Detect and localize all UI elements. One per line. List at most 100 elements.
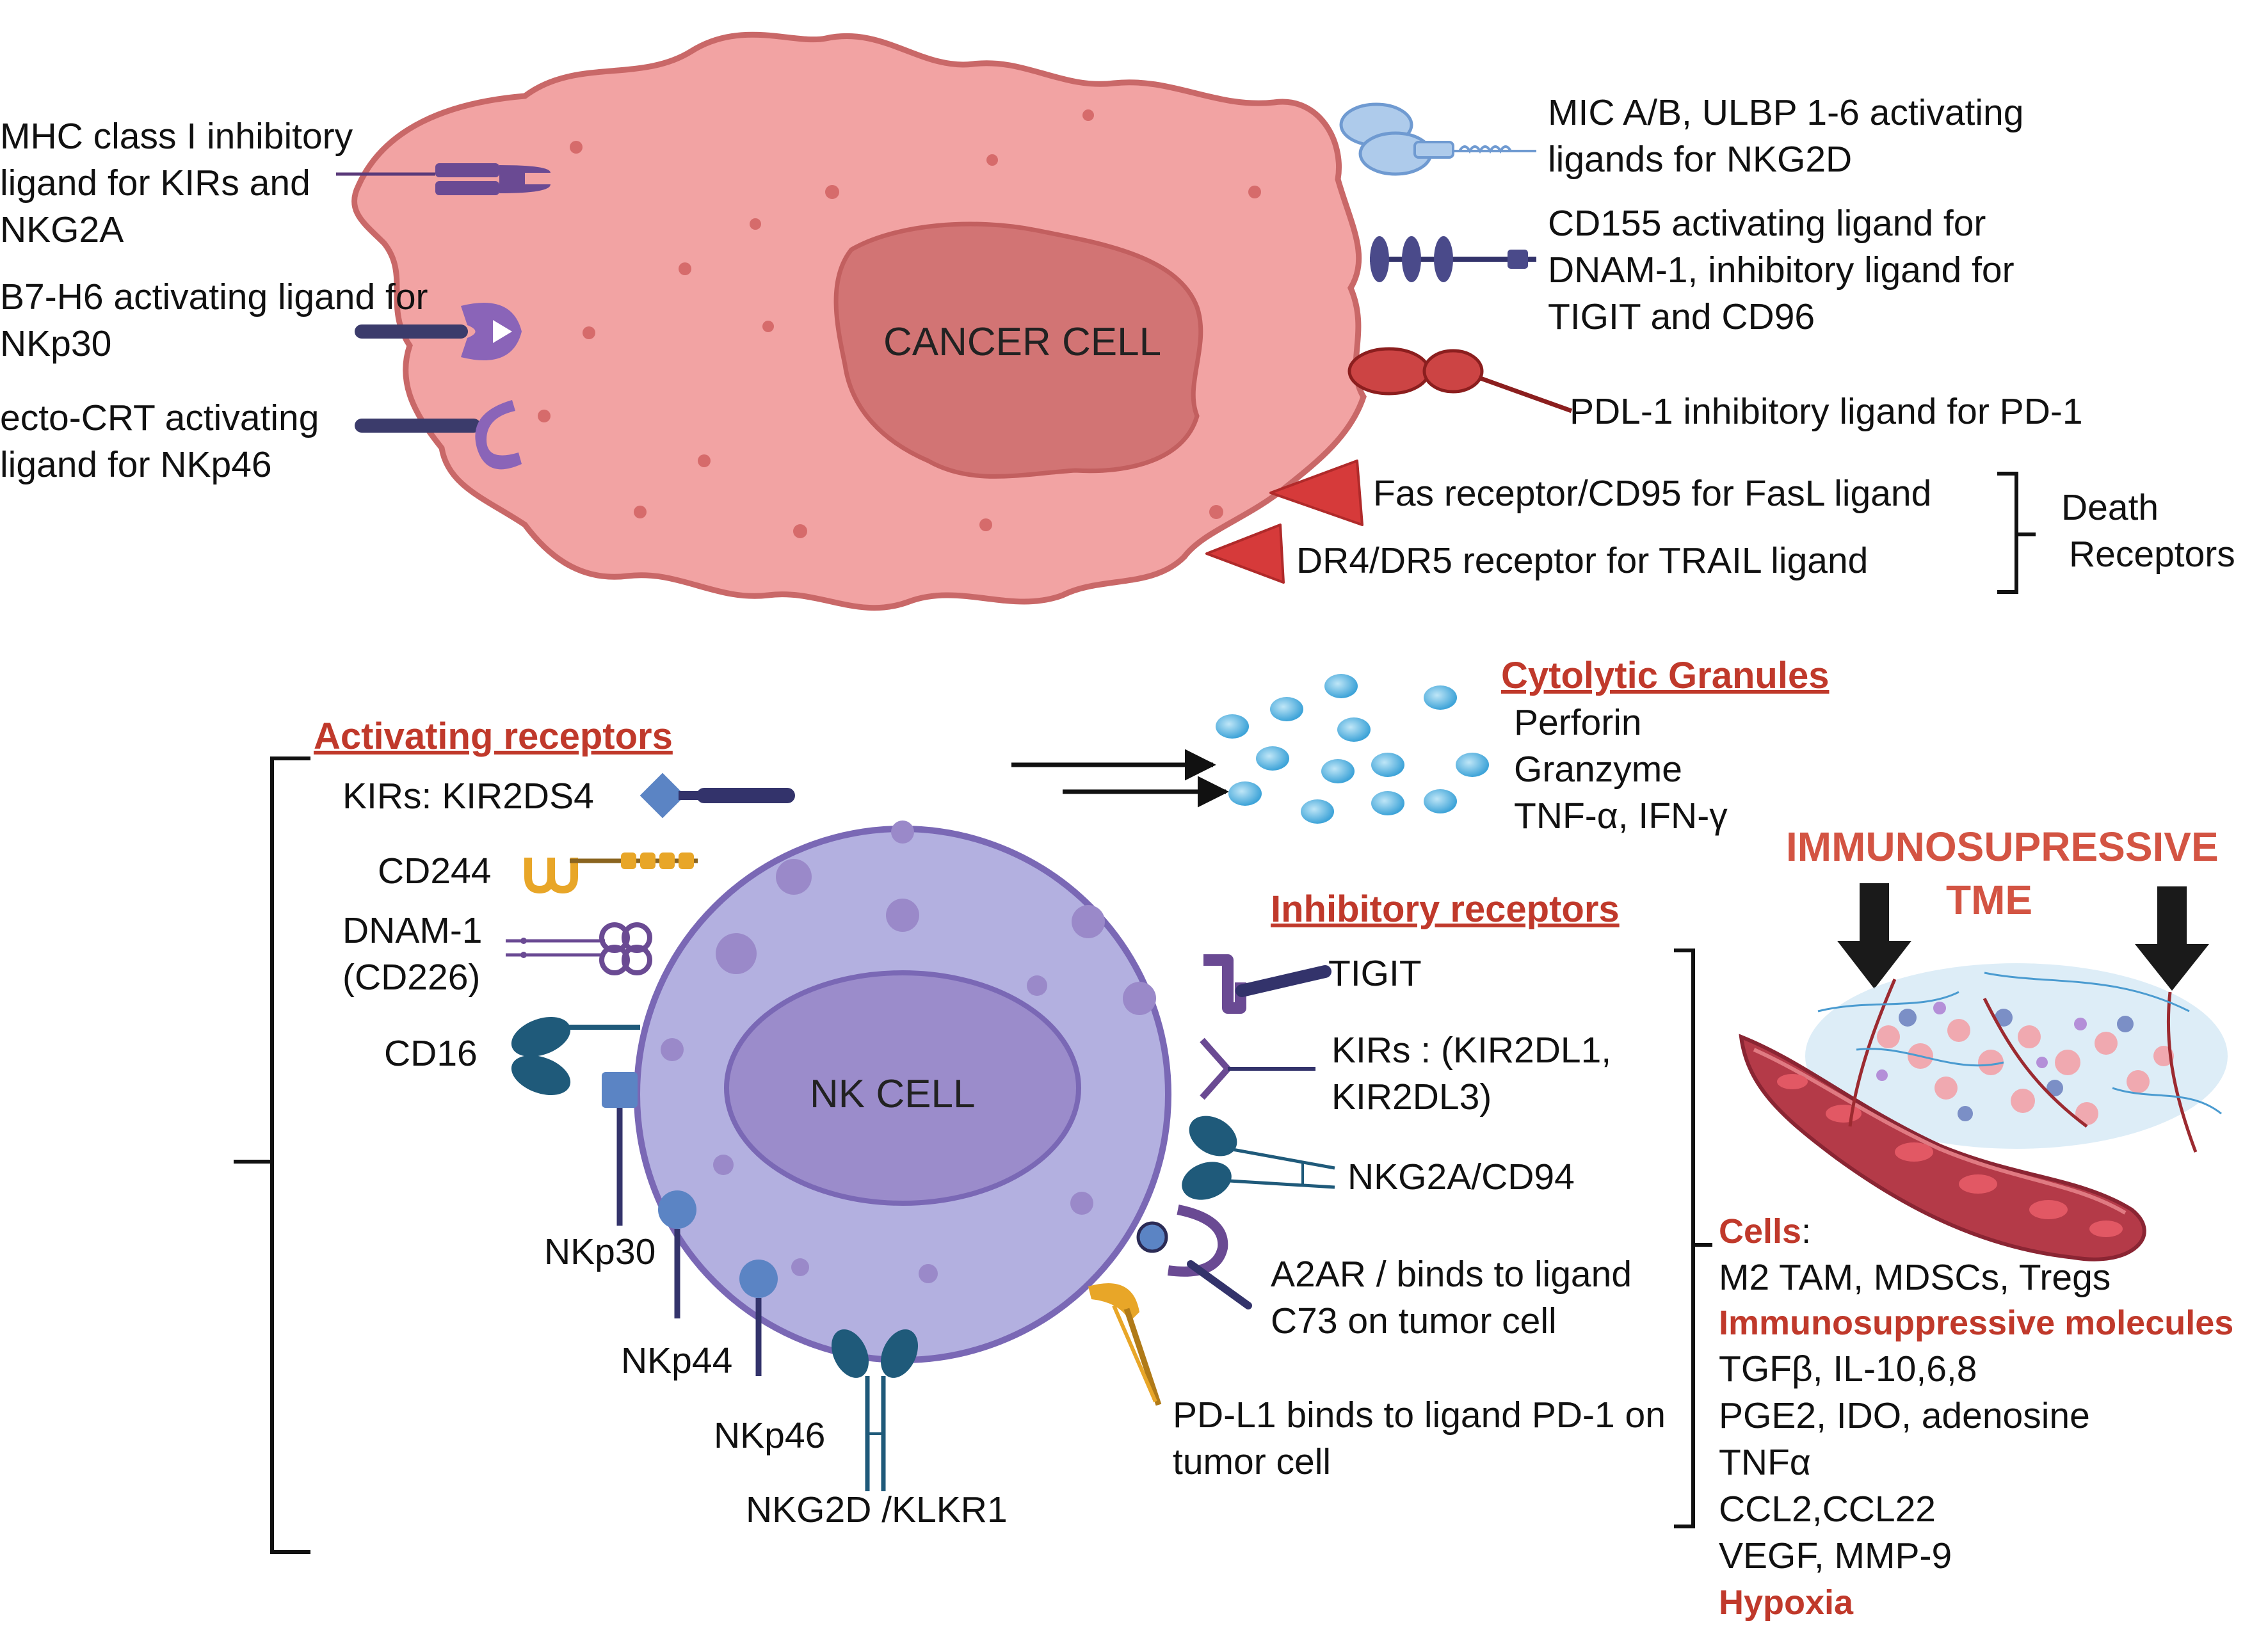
nkg2d-receptor xyxy=(831,1329,919,1491)
svg-text:MIC A/B, ULBP 1-6 activating: MIC A/B, ULBP 1-6 activating xyxy=(1548,92,2023,133)
nkp46-label: NKp46 xyxy=(714,1415,825,1456)
tme-details: Cells: M2 TAM, MDSCs, Tregs Immunosuppre… xyxy=(1719,1212,2233,1622)
cancer-cell-title: CANCER CELL xyxy=(883,320,1161,364)
a2ar-receptor xyxy=(1136,1205,1252,1309)
tigit-label: TIGIT xyxy=(1328,953,1422,994)
kir2dl-label: KIRs : (KIR2DL1, KIR2DL3) xyxy=(1331,1030,1611,1117)
inhibitory-receptors-bracket xyxy=(1674,949,1712,1528)
svg-text:CD155 activating ligand for: CD155 activating ligand for xyxy=(1548,203,1986,244)
svg-text:tumor cell: tumor cell xyxy=(1173,1441,1331,1482)
dr4-dr5-label: DR4/DR5 receptor for TRAIL ligand xyxy=(1296,540,1868,581)
svg-text:TME: TME xyxy=(1946,877,2032,923)
immunosuppressive-molecules-label: Immunosuppressive molecules xyxy=(1719,1304,2233,1342)
granzyme-label: Granzyme xyxy=(1514,749,1682,790)
svg-text:Cells:: Cells: xyxy=(1719,1212,1811,1251)
pdl1-inhibitory-label: PDL-1 inhibitory ligand for PD-1 xyxy=(1570,391,2083,432)
cells-colon: : xyxy=(1801,1212,1811,1251)
svg-text:Receptors: Receptors xyxy=(2069,534,2235,575)
nkp46-receptor xyxy=(739,1260,778,1376)
svg-text:KIRs : (KIR2DL1,: KIRs : (KIR2DL1, xyxy=(1331,1030,1611,1071)
svg-text:NKG2A: NKG2A xyxy=(0,209,124,250)
mic-ulbp-label: MIC A/B, ULBP 1-6 activating ligands for… xyxy=(1548,92,2023,180)
mhc-class-i-label: MHC class I inhibitory ligand for KIRs a… xyxy=(0,116,353,250)
tme-title: IMMUNOSUPRESSIVE TME xyxy=(1786,824,2219,923)
kir2ds4-receptor xyxy=(639,772,795,819)
nk-cell-title: NK CELL xyxy=(810,1072,975,1116)
activating-receptors-bracket xyxy=(234,756,310,1554)
cd155-ligand xyxy=(1370,236,1536,282)
cells-list: M2 TAM, MDSCs, Tregs xyxy=(1719,1257,2111,1298)
hypoxia-label: Hypoxia xyxy=(1719,1583,1854,1622)
mhc-class-i-ligand xyxy=(336,163,551,195)
inhibitory-receptors-heading: Inhibitory receptors xyxy=(1271,888,1620,930)
cd155-label: CD155 activating ligand for DNAM-1, inhi… xyxy=(1548,203,2015,337)
dnam1-receptor xyxy=(506,922,652,975)
molecule-line-2: PGE2, IDO, adenosine xyxy=(1719,1395,2090,1436)
kir2dl-receptor xyxy=(1200,1037,1315,1100)
svg-text:(CD226): (CD226) xyxy=(342,957,480,998)
cd16-label: CD16 xyxy=(384,1033,478,1074)
tumor-microenvironment-illustration xyxy=(1739,963,2228,1261)
b7-h6-label: B7-H6 activating ligand for NKp30 xyxy=(0,276,428,364)
nkp44-label: NKp44 xyxy=(621,1340,732,1381)
pdl1-ligand xyxy=(1347,347,1573,413)
svg-text:C73 on tumor cell: C73 on tumor cell xyxy=(1271,1301,1557,1341)
cancer-cell: CANCER CELL xyxy=(351,31,1367,611)
tme-down-arrow-left xyxy=(1837,883,1911,989)
cd16-receptor xyxy=(511,1016,640,1096)
molecule-line-1: TGFβ, IL-10,6,8 xyxy=(1719,1349,1977,1389)
nkp30-label: NKp30 xyxy=(544,1231,655,1272)
cytolytic-granule-cluster xyxy=(1216,674,1489,824)
nkg2d-label: NKG2D /KLKR1 xyxy=(746,1489,1008,1530)
kir2ds4-label: KIRs: KIR2DS4 xyxy=(342,776,594,817)
ecto-crt-label: ecto-CRT activating ligand for NKp46 xyxy=(0,397,319,485)
svg-text:ligand for NKp46: ligand for NKp46 xyxy=(0,444,272,485)
svg-text:KIR2DL3): KIR2DL3) xyxy=(1331,1077,1492,1117)
nk-cell-nucleus xyxy=(724,970,1081,1206)
svg-text:MHC class I inhibitory: MHC class I inhibitory xyxy=(0,116,353,157)
nkp44-receptor xyxy=(658,1190,696,1318)
molecule-line-4: CCL2,CCL22 xyxy=(1719,1489,1936,1530)
svg-text:Death: Death xyxy=(2061,487,2159,528)
molecule-line-3: TNFα xyxy=(1719,1442,1811,1483)
activating-receptors-heading: Activating receptors xyxy=(314,716,673,757)
cancer-cell-vesicles xyxy=(538,109,1261,538)
svg-text:PD-L1 binds to ligand PD-1 on: PD-L1 binds to ligand PD-1 on xyxy=(1173,1395,1666,1436)
svg-text:ecto-CRT activating: ecto-CRT activating xyxy=(0,397,319,438)
mic-ulbp-ligand xyxy=(1339,102,1536,176)
nkg2a-cd94-receptor xyxy=(1182,1116,1335,1200)
cd244-receptor xyxy=(524,853,698,894)
svg-text:NKp30: NKp30 xyxy=(0,323,111,364)
dr4-dr5-receptor xyxy=(1205,524,1285,584)
dnam1-label: DNAM-1 (CD226) xyxy=(342,910,483,998)
svg-text:DNAM-1: DNAM-1 xyxy=(342,910,483,951)
svg-text:TIGIT and CD96: TIGIT and CD96 xyxy=(1548,296,1815,337)
a2ar-label: A2AR / binds to ligand C73 on tumor cell xyxy=(1271,1254,1632,1341)
ecto-crt-ligand xyxy=(355,400,522,470)
nk-cell: NK CELL xyxy=(634,821,1171,1363)
nkg2a-cd94-label: NKG2A/CD94 xyxy=(1347,1157,1575,1197)
tigit-receptor xyxy=(1203,954,1331,1014)
nk-cell-granules xyxy=(661,821,1156,1283)
nkp30-receptor xyxy=(602,1072,638,1226)
pd-l1-receptor xyxy=(1088,1283,1162,1406)
b7-h6-ligand xyxy=(355,303,522,360)
fas-receptor-label: Fas receptor/CD95 for FasL ligand xyxy=(1373,473,1931,514)
svg-text:ligand for KIRs and: ligand for KIRs and xyxy=(0,163,310,204)
tnf-ifn-label: TNF-α, IFN-γ xyxy=(1514,796,1728,837)
svg-text:B7-H6 activating ligand for: B7-H6 activating ligand for xyxy=(0,276,428,317)
death-receptors-label: Death Receptors xyxy=(2061,487,2235,575)
cancer-cell-nucleus xyxy=(833,221,1203,479)
svg-text:IMMUNOSUPRESSIVE: IMMUNOSUPRESSIVE xyxy=(1786,824,2219,870)
death-receptors-bracket xyxy=(1997,472,2036,594)
svg-text:DNAM-1, inhibitory ligand for: DNAM-1, inhibitory ligand for xyxy=(1548,250,2015,291)
tme-down-arrow-right xyxy=(2135,886,2209,991)
molecule-line-5: VEGF, MMP-9 xyxy=(1719,1535,1952,1576)
cells-label: Cells xyxy=(1719,1212,1801,1251)
perforin-label: Perforin xyxy=(1514,702,1642,743)
cd244-label: CD244 xyxy=(378,851,491,892)
svg-text:A2AR / binds to ligand: A2AR / binds to ligand xyxy=(1271,1254,1632,1295)
cytolytic-granules-heading: Cytolytic Granules xyxy=(1501,655,1829,696)
pd-l1-label: PD-L1 binds to ligand PD-1 on tumor cell xyxy=(1173,1395,1666,1482)
